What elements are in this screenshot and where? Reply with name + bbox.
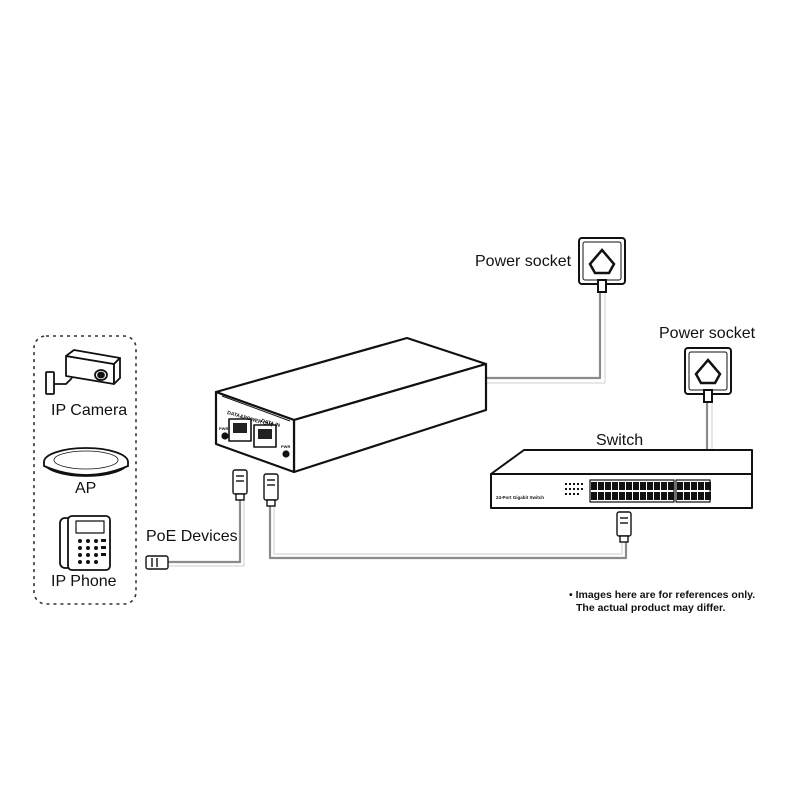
switch-port [647,492,653,500]
rj45-plug-out [232,469,248,501]
ip-phone-icon [59,515,111,571]
switch-port [591,482,597,490]
switch-port [698,492,704,500]
switch-port [647,482,653,490]
switch-port [605,492,611,500]
disclaimer-line-2: The actual product may differ. [576,602,726,614]
poe-cable-devices [168,498,242,564]
ip-camera-icon [45,349,121,395]
poe-devices-group [33,335,137,605]
switch-port [698,482,704,490]
data-cable-switch [268,505,628,560]
switch-port [684,492,690,500]
switch-port-cells [591,482,711,500]
switch-front-label: 24-Port Gigabit Switch [496,495,545,500]
led-right-icon [282,450,290,458]
injector-led-left-label: PWR [219,426,229,431]
device-label-ip-phone: IP Phone [51,573,117,590]
disclaimer-line-1: • Images here are for references only. [569,589,756,601]
switch-leds [565,483,583,495]
switch-port [705,482,711,490]
switch-port [677,482,683,490]
switch-port [661,492,667,500]
switch-port [598,492,604,500]
switch-port [691,482,697,490]
switch-port [705,492,711,500]
cables [168,292,713,567]
rj45-plug-in [263,473,279,507]
switch-port [640,482,646,490]
switch-port [591,492,597,500]
access-point-icon [43,447,129,477]
switch-port [626,482,632,490]
switch-port [605,482,611,490]
switch-port [684,482,690,490]
switch-port [640,492,646,500]
switch-port [654,482,660,490]
switch-port [633,482,639,490]
power-socket-2-icon [684,347,732,403]
switch-port [691,492,697,500]
poe-devices-label: PoE Devices [146,528,238,545]
switch-port [633,492,639,500]
power-socket-2-label: Power socket [659,325,756,342]
switch-port [619,482,625,490]
injector-led-right-label: PWR [281,444,291,449]
switch-port [626,492,632,500]
rj45-plug-switch [616,511,632,543]
disclaimer-note: • Images here are for references only. T… [569,589,755,615]
switch-label: Switch [596,432,644,449]
power-socket-1-icon [578,237,626,293]
device-label-ap: AP [75,480,97,497]
switch-port [612,482,618,490]
poe-injector [214,336,488,474]
switch-port [661,482,667,490]
led-left-icon [221,432,229,440]
rj45-plug-devices [145,555,169,570]
power-cable-injector [487,292,602,380]
switch-port [598,482,604,490]
switch-port [668,482,674,490]
device-label-ip-camera: IP Camera [51,402,128,419]
switch-port [619,492,625,500]
power-socket-1-label: Power socket [475,253,572,270]
switch-port [677,492,683,500]
switch-port [612,492,618,500]
switch-port [668,492,674,500]
switch-port [654,492,660,500]
